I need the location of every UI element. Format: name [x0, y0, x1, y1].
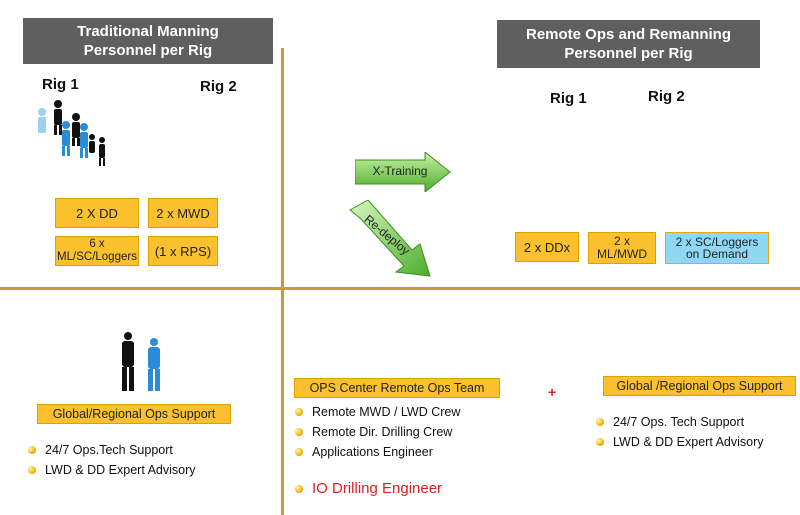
list-item: Applications Engineer: [295, 442, 460, 462]
list-item: Remote Dir. Drilling Crew: [295, 422, 460, 442]
vertical-divider: [281, 48, 284, 515]
ddx-count-box: 2 x DDx: [515, 232, 579, 262]
list-item: LWD & DD Expert Advisory: [28, 460, 196, 480]
bullet-text: 24/7 Ops.Tech Support: [45, 443, 173, 457]
bottom-left-bullets: 24/7 Ops.Tech Support LWD & DD Expert Ad…: [28, 440, 196, 480]
bullet-icon: [28, 446, 36, 454]
list-item: Remote MWD / LWD Crew: [295, 402, 460, 422]
redeploy-arrow: [349, 200, 431, 277]
rig2-label-right: Rig 2: [648, 88, 685, 105]
bottom-center-bullets: Remote MWD / LWD Crew Remote Dir. Drilli…: [295, 402, 460, 462]
rig1-label-right: Rig 1: [550, 90, 587, 107]
global-regional-ops-label-right: Global /Regional Ops Support: [603, 376, 796, 396]
bottom-right-bullets: 24/7 Ops. Tech Support LWD & DD Expert A…: [596, 412, 764, 452]
bullet-icon: [295, 408, 303, 416]
io-drilling-engineer-text: IO Drilling Engineer: [312, 480, 443, 497]
horizontal-divider: [0, 287, 800, 290]
bullet-text: LWD & DD Expert Advisory: [45, 463, 196, 477]
bullet-text: Remote MWD / LWD Crew: [312, 405, 461, 419]
x-training-arrow: [355, 152, 451, 192]
bullet-text: LWD & DD Expert Advisory: [613, 435, 764, 449]
bullet-icon: [596, 438, 604, 446]
list-item: LWD & DD Expert Advisory: [596, 432, 764, 452]
rps-count-box: (1 x RPS): [148, 236, 218, 266]
two-people-icon: [122, 332, 160, 391]
traditional-manning-header: Traditional Manning Personnel per Rig: [23, 18, 273, 64]
bullet-text: 24/7 Ops. Tech Support: [613, 415, 745, 429]
bullet-text: Remote Dir. Drilling Crew: [312, 425, 453, 439]
io-drilling-engineer-item: IO Drilling Engineer: [295, 478, 442, 500]
loggers-count-box: 6 x ML/SC/Loggers: [55, 236, 139, 266]
global-regional-ops-label-left: Global/Regional Ops Support: [37, 404, 231, 424]
dd-count-box: 2 X DD: [55, 198, 139, 228]
bullet-icon: [596, 418, 604, 426]
list-item: 24/7 Ops. Tech Support: [596, 412, 764, 432]
list-item: 24/7 Ops.Tech Support: [28, 440, 196, 460]
plus-sign: +: [548, 384, 557, 400]
ops-center-remote-ops-label: OPS Center Remote Ops Team: [294, 378, 500, 398]
remote-ops-header: Remote Ops and Remanning Personnel per R…: [497, 20, 760, 68]
ml-mwd-count-box: 2 x ML/MWD: [588, 232, 656, 264]
rig2-label-left: Rig 2: [200, 78, 237, 95]
people-group-icon: [38, 100, 105, 166]
bullet-text: Applications Engineer: [312, 445, 433, 459]
x-training-label: X-Training: [372, 164, 428, 178]
bullet-icon: [295, 485, 303, 493]
rig1-label-left: Rig 1: [42, 76, 79, 93]
bullet-icon: [28, 466, 36, 474]
mwd-count-box: 2 x MWD: [148, 198, 218, 228]
bullet-icon: [295, 428, 303, 436]
bullet-icon: [295, 448, 303, 456]
sc-loggers-on-demand-box: 2 x SC/Loggers on Demand: [665, 232, 769, 264]
